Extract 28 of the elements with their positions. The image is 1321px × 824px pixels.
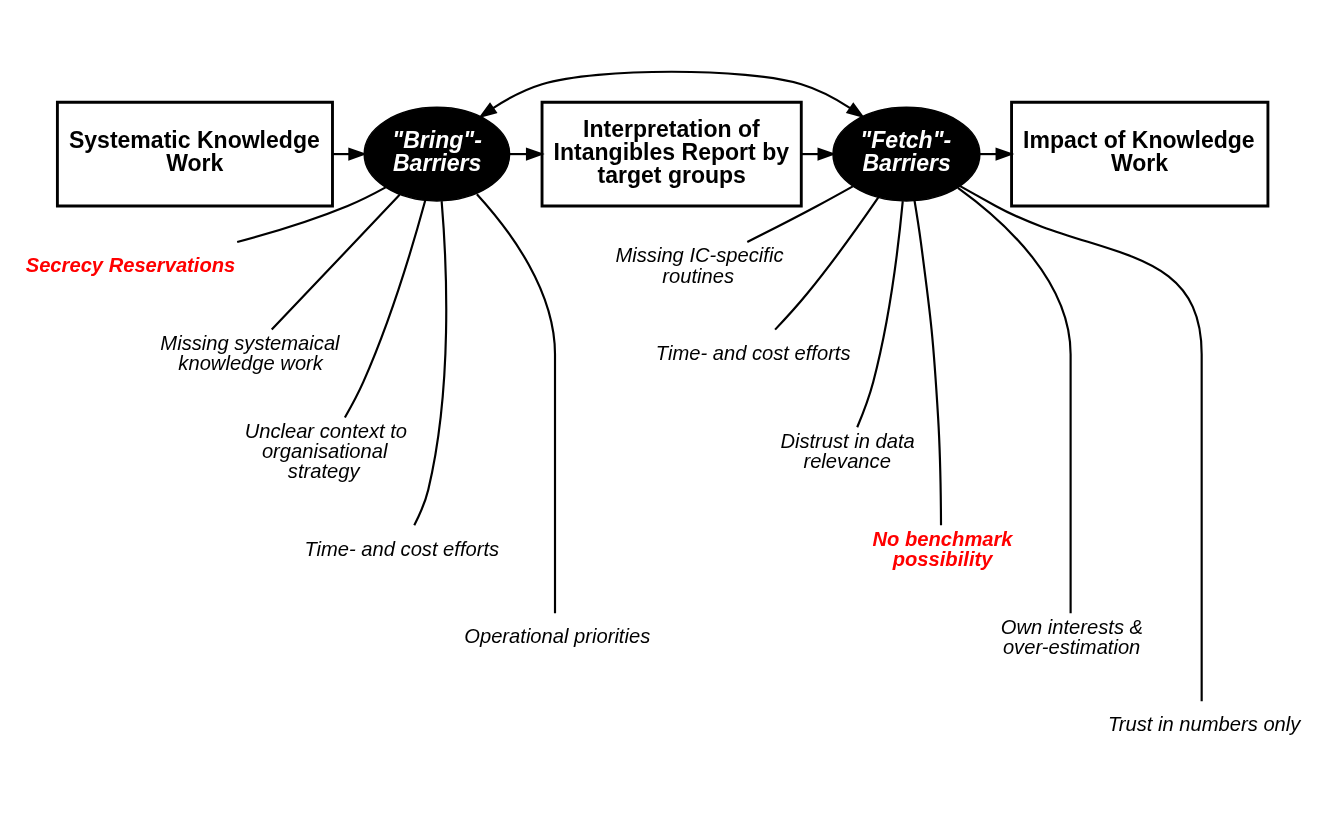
node-ellipse: "Fetch"- Barriers [832,106,981,202]
node-text: Secrecy Reservations [25,253,236,276]
node-text: Own interests & over-estimation [1000,615,1144,658]
node-box: Interpretation of Intangibles Report by target groups [540,100,803,207]
node-text: Missing systemaical knowledge work [160,331,340,374]
connector [343,199,427,418]
connector [856,200,904,428]
connector [913,200,943,525]
node-box: Impact of Knowledge Work [1010,100,1270,207]
node-text: Unclear context to organisational strategy [244,419,408,482]
connector [413,200,448,526]
node-text: Operational priorities [464,624,651,647]
node-text: Time- and cost efforts [655,341,851,364]
node-text: Trust in numbers only [1108,712,1301,735]
node-text: Distrust in data relevance [780,429,915,472]
connector [270,193,401,330]
node-text: Missing IC-specific routines [615,243,784,287]
connector [236,185,387,243]
node-text: Time- and cost efforts [304,536,500,559]
arrow [478,70,865,118]
connector [746,184,854,243]
connector [476,192,557,613]
connector [774,196,880,330]
node-text: No benchmark possibility [872,527,1013,570]
node-ellipse: "Bring"- Barriers [363,106,511,202]
node-box: Systematic Knowledge Work [55,100,334,207]
connector [959,184,1203,701]
connector [957,186,1072,613]
